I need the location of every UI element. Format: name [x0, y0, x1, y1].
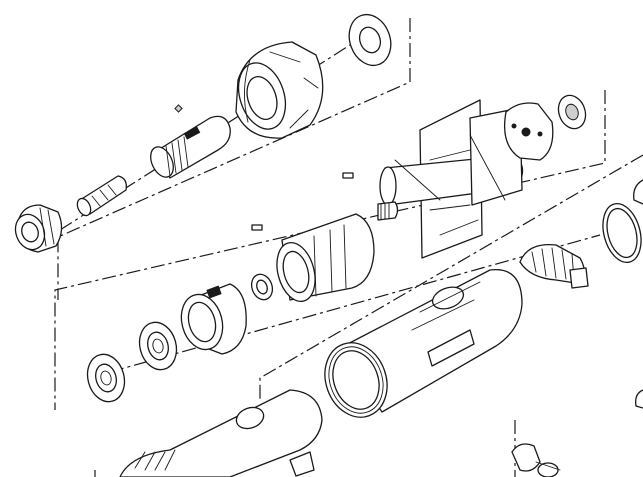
axis-line-mid	[109, 234, 601, 373]
exhaust-deflector	[519, 243, 589, 289]
guide-line-upper	[57, 18, 411, 300]
edge-part-lower	[635, 389, 643, 409]
motor-housing	[324, 269, 523, 418]
front-bearing	[138, 321, 178, 371]
pins	[251, 172, 354, 231]
collet-nut	[235, 41, 324, 139]
o-ring-small	[250, 273, 274, 301]
valve-part	[511, 443, 561, 477]
end-plate	[503, 102, 554, 161]
knurled-nut	[14, 204, 63, 253]
marker-dot	[174, 104, 183, 113]
cylinder	[276, 213, 375, 302]
bearing-sleeve	[180, 283, 247, 355]
guide-line-lower	[259, 154, 643, 400]
rotor-assembly	[377, 99, 524, 259]
spacer-ring	[86, 353, 126, 403]
rear-bearing	[557, 94, 587, 130]
handle-body	[119, 389, 323, 477]
washer-top	[348, 13, 392, 67]
small-collet	[76, 175, 127, 217]
o-ring-large	[602, 203, 642, 263]
collet-shaft	[150, 115, 231, 179]
edge-part	[633, 179, 643, 205]
